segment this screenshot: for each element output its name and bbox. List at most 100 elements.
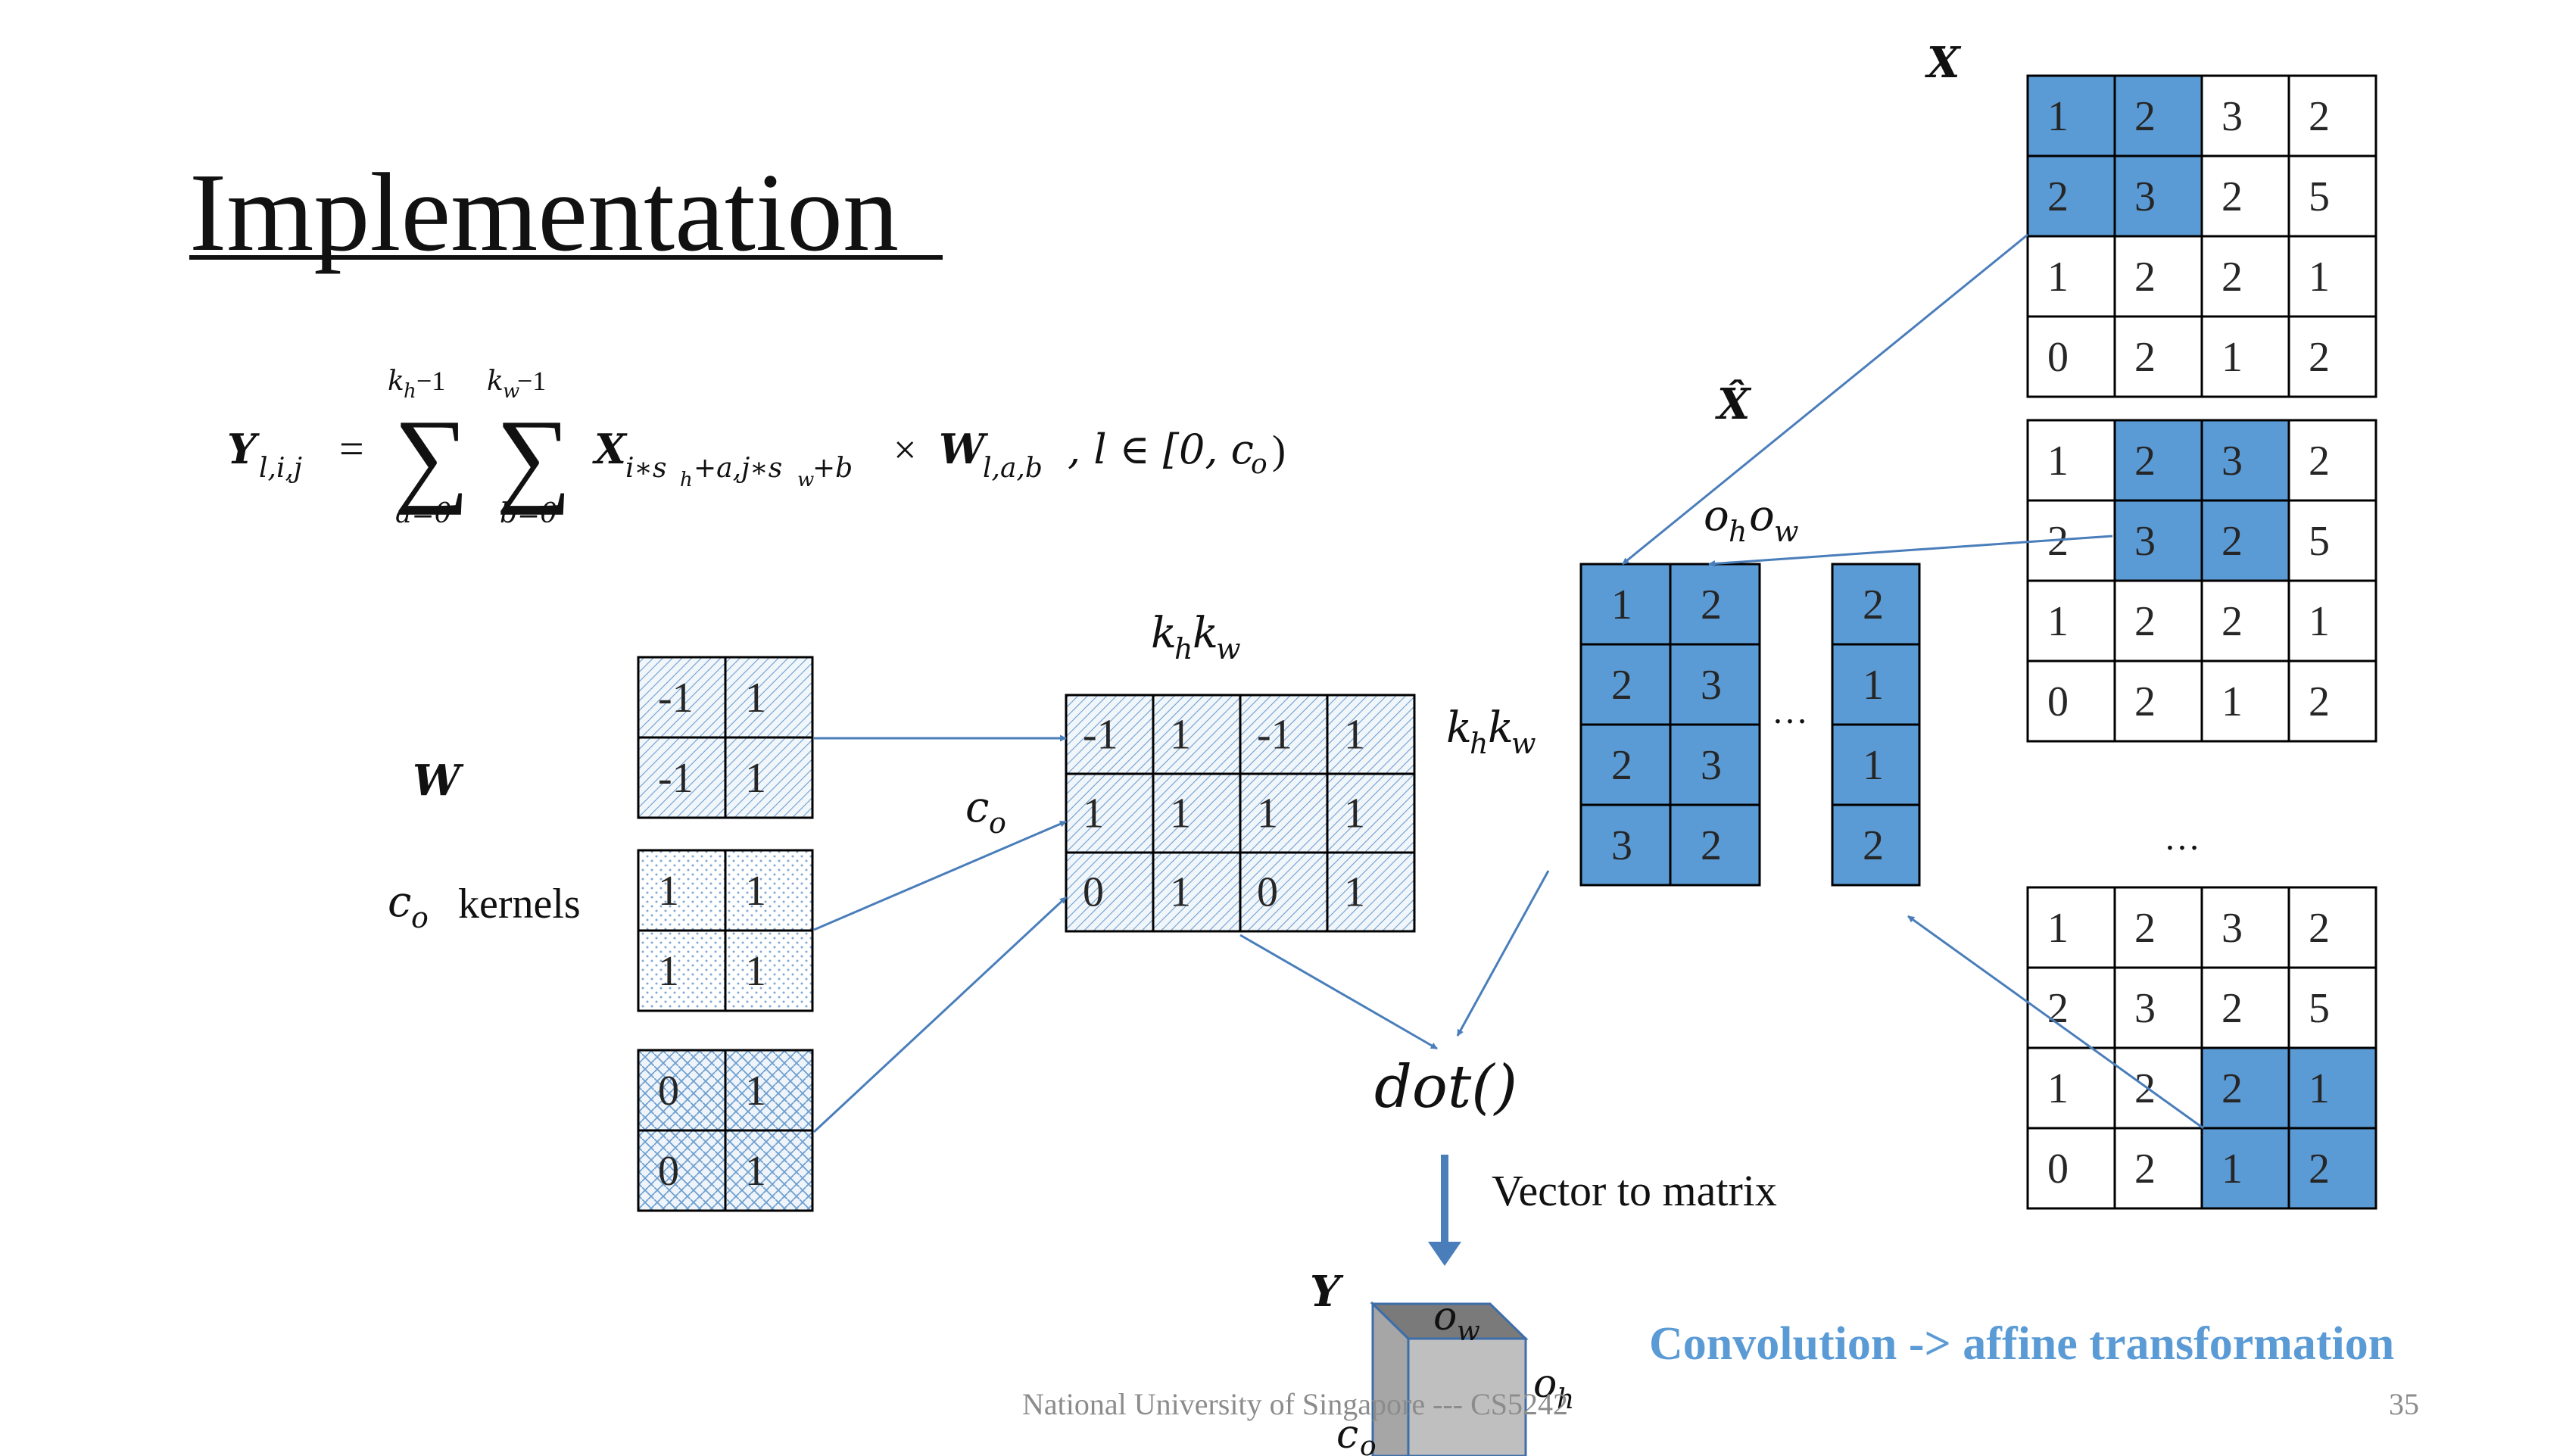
slide-page-number: 35 xyxy=(2389,1387,2419,1421)
matrix-cell-value: 1 xyxy=(1863,662,1884,709)
matrix-cell xyxy=(1152,851,1242,933)
matrix-cell-value: 2 xyxy=(2134,678,2156,725)
matrix-cell-value: 1 xyxy=(2221,334,2243,381)
label-co-kernels: c o kernels xyxy=(388,878,581,934)
matrix-cell xyxy=(2113,579,2203,663)
formula-range-tail: ) xyxy=(1272,427,1286,472)
matrix-cell xyxy=(2113,315,2203,398)
matrix-cell-value: 2 xyxy=(2221,598,2243,645)
matrix-cell xyxy=(2113,235,2203,318)
matrix-cell xyxy=(1579,803,1672,887)
matrix-cell-value: 2 xyxy=(2134,334,2156,381)
matrix-cell-value: 2 xyxy=(1611,662,1632,709)
matrix-cell xyxy=(1669,643,1761,726)
matrix-cell-value: 2 xyxy=(1863,581,1884,628)
matrix-cell-value: 3 xyxy=(2221,93,2243,140)
label-co-rows: c o xyxy=(965,783,1006,840)
matrix-cell-value: 2 xyxy=(2134,254,2156,301)
matrix-cell xyxy=(2026,1127,2116,1210)
formula-x-sub-h: h xyxy=(680,469,693,491)
matrix-cell xyxy=(2200,579,2290,663)
matrix-cell xyxy=(2113,419,2203,502)
kh-h: h xyxy=(1174,632,1193,666)
matrix-cell-value: 3 xyxy=(1611,822,1632,869)
oh-o: o xyxy=(1704,491,1729,541)
matrix-cell-value: 1 xyxy=(2047,438,2069,485)
matrix-cell xyxy=(2026,235,2116,318)
matrix-cell xyxy=(1831,723,1921,806)
sum1-top-sub: h xyxy=(404,380,416,403)
matrix-cell xyxy=(2200,419,2290,502)
oh-h: h xyxy=(1729,515,1747,548)
matrix-cell-value: 2 xyxy=(2309,1146,2330,1193)
sum1-sigma: ∑ xyxy=(394,398,469,516)
matrix-cell-value: 2 xyxy=(2309,93,2330,140)
matrix-cell xyxy=(2026,154,2116,238)
ow-o: o xyxy=(1749,491,1775,541)
matrix-cell-value: 1 xyxy=(2309,254,2330,301)
matrix-cell-value: 1 xyxy=(2309,598,2330,645)
formula-w: W xyxy=(939,425,989,473)
matrix-cell xyxy=(637,849,727,932)
matrix-cell-value: 1 xyxy=(2221,1146,2243,1193)
matrix-cell xyxy=(2200,886,2290,969)
matrix-cell xyxy=(1669,723,1761,806)
co-sub: o xyxy=(411,901,429,934)
matrix-cell xyxy=(1065,772,1155,854)
vector-to-matrix-label: Vector to matrix xyxy=(1492,1166,1777,1215)
matrix-cell xyxy=(637,736,727,819)
matrix-cell xyxy=(2287,419,2377,502)
kw2-k: k xyxy=(1488,703,1514,753)
matrix-cell-value: 2 xyxy=(2221,1065,2243,1112)
matrix-cell-value: 2 xyxy=(2134,1146,2156,1193)
matrix-cell xyxy=(2287,315,2377,398)
matrix-cell xyxy=(2287,154,2377,238)
matrix-cell xyxy=(1669,563,1761,646)
matrix-cell-value: 0 xyxy=(658,1068,679,1115)
cube-front-face xyxy=(1407,1337,1527,1456)
matrix-cell-value: 1 xyxy=(1344,712,1365,759)
matrix-cell-value: 1 xyxy=(1170,712,1191,759)
matrix-cell-value: -1 xyxy=(1257,712,1292,759)
matrix-cell-value: 1 xyxy=(658,868,679,915)
label-ohow: o h o w xyxy=(1704,491,1799,548)
matrix-cell xyxy=(637,1129,727,1212)
matrix-cell xyxy=(2113,1046,2203,1130)
sum1-top-tail: −1 xyxy=(416,366,445,396)
matrix-cell xyxy=(2287,579,2377,663)
sum2-top: k xyxy=(487,366,504,397)
matrix-cell xyxy=(2113,659,2203,743)
matrix-cell-value: 1 xyxy=(2047,598,2069,645)
matrix-cell xyxy=(1152,772,1242,854)
matrix-cell xyxy=(2026,659,2116,743)
matrix-cell-value: -1 xyxy=(1083,712,1118,759)
matrix-cell-value: 1 xyxy=(1344,869,1365,916)
xhat-ellipsis: … xyxy=(1772,691,1808,731)
matrix-cell xyxy=(1239,772,1329,854)
matrix-cell xyxy=(724,929,814,1012)
arrow-x2-to-xhat xyxy=(1708,535,2113,567)
matrix-cell-value: 1 xyxy=(1257,790,1278,837)
matrix-cell-value: 1 xyxy=(2221,678,2243,725)
co2-sub: o xyxy=(989,806,1006,840)
matrix-cell xyxy=(1326,851,1416,933)
matrix-cell xyxy=(2026,315,2116,398)
matrix-cell-value: 3 xyxy=(2221,905,2243,952)
sum2-top-tail: −1 xyxy=(517,366,546,396)
matrix-cell xyxy=(724,849,814,932)
matrix-cell-value: 3 xyxy=(2134,173,2156,220)
matrix-cell-value: 1 xyxy=(1611,581,1632,628)
formula-x-sub-w: w xyxy=(797,469,814,491)
matrix-cell xyxy=(2287,886,2377,969)
output-cube-y: o w o h c o xyxy=(1336,1294,1574,1456)
matrix-cell xyxy=(1831,563,1921,646)
arrow-k2-to-w xyxy=(813,820,1067,931)
label-x: X xyxy=(1925,38,1962,88)
formula-lhs-sub: l,i,j xyxy=(259,453,302,484)
matrix-cell xyxy=(2113,74,2203,157)
